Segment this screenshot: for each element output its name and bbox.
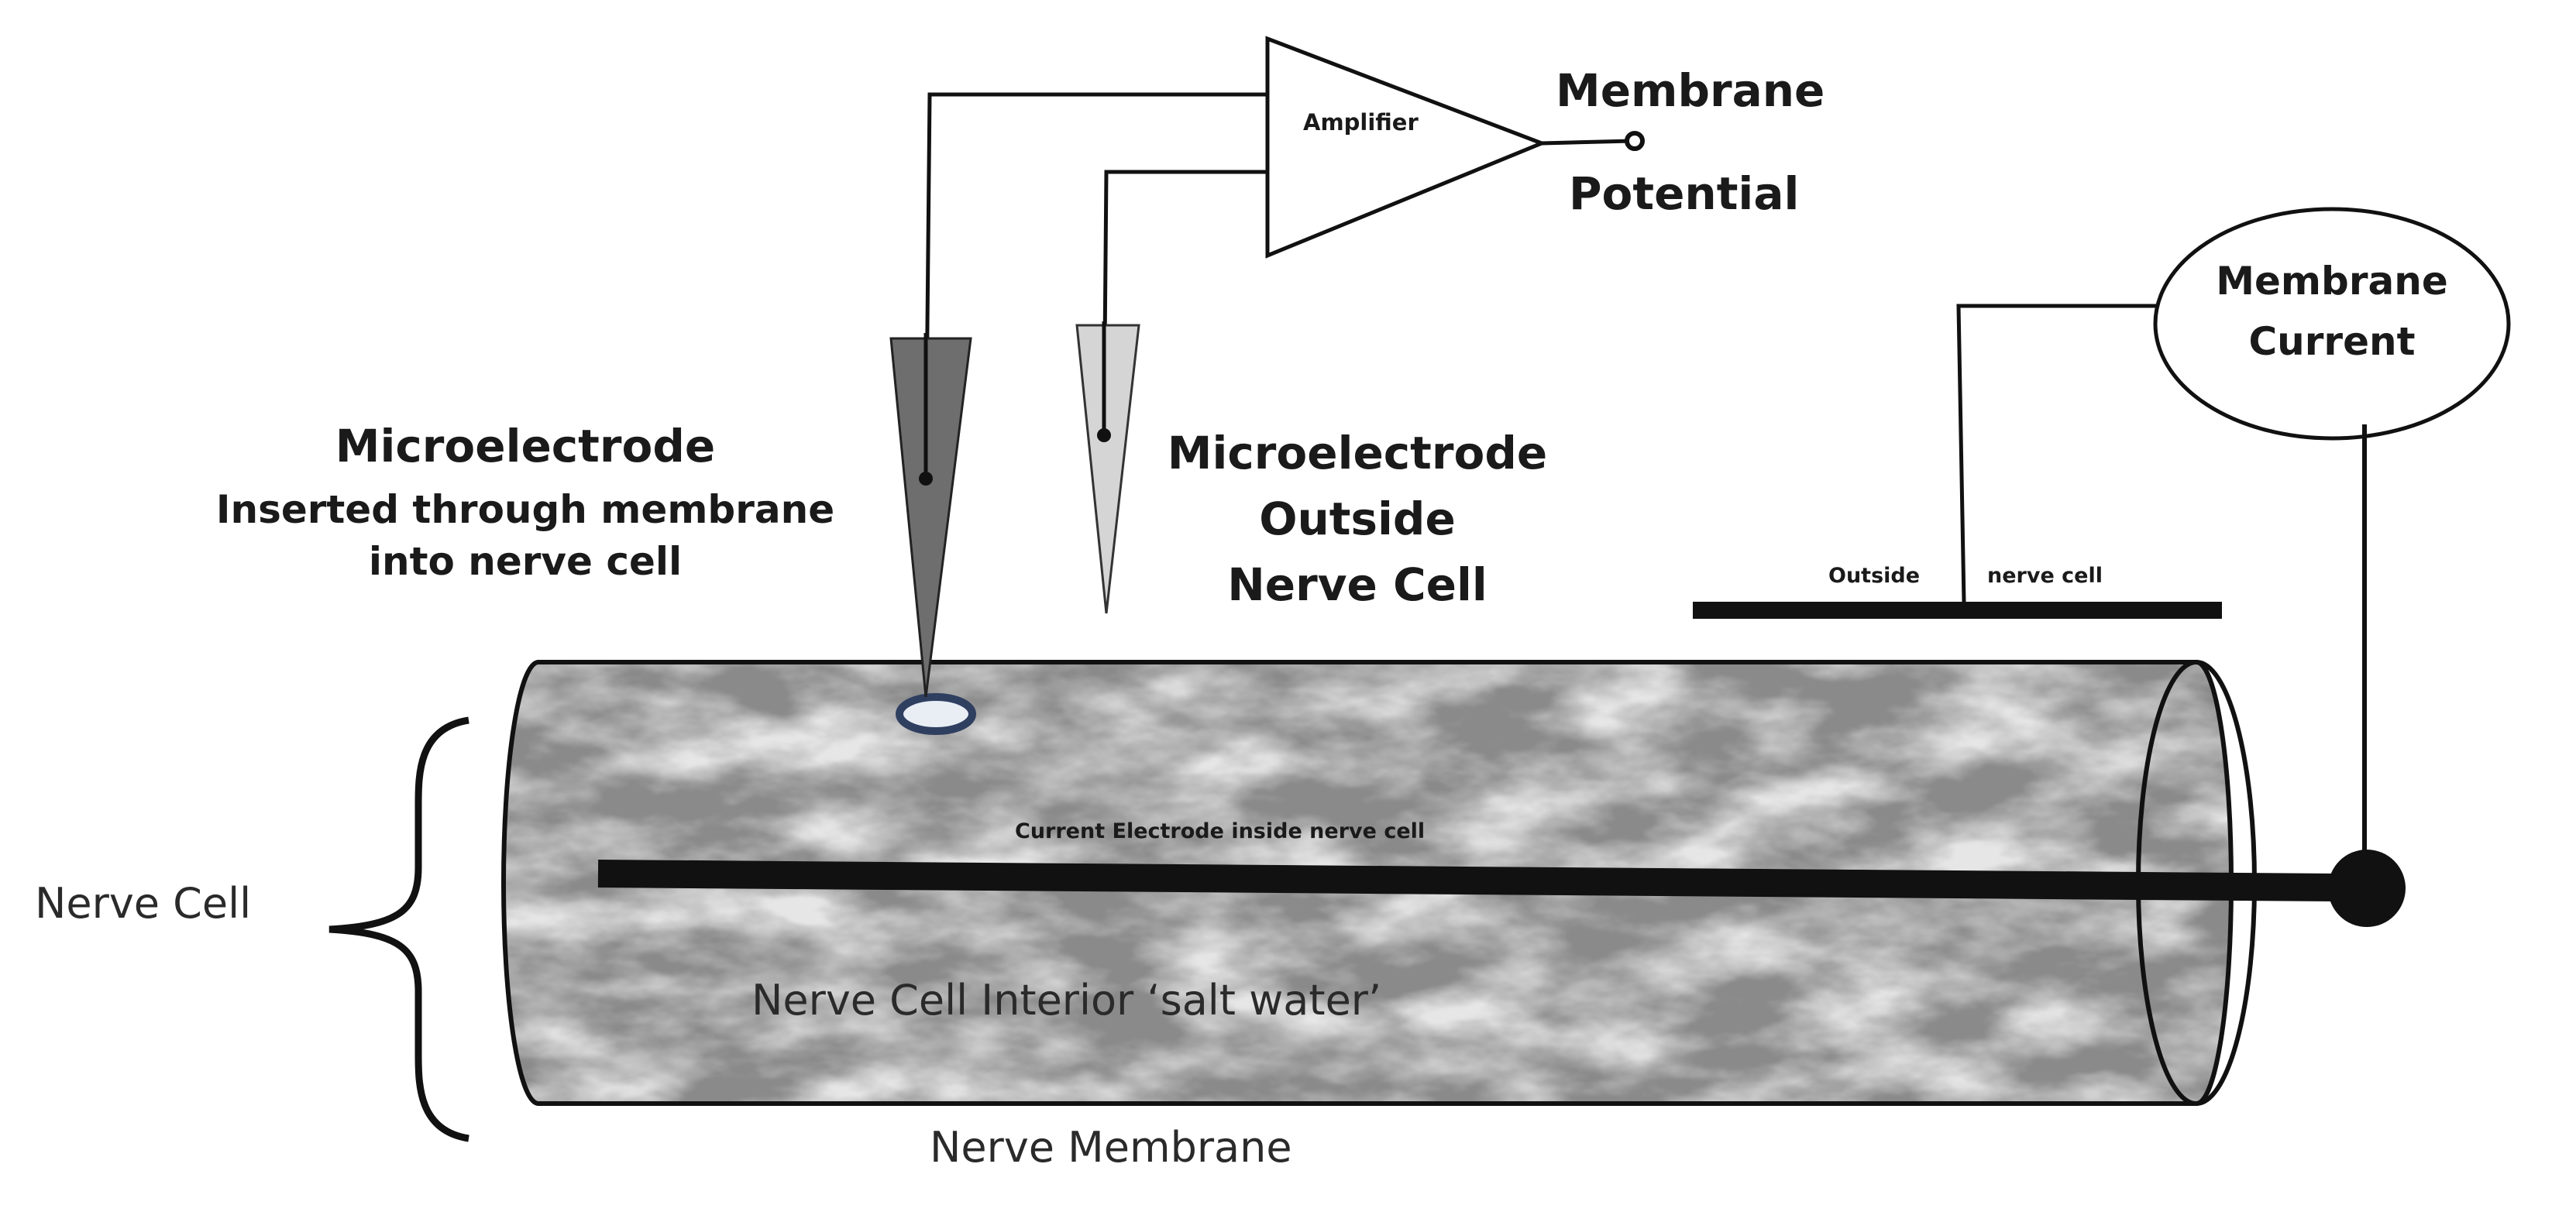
amplifier-icon: [1265, 36, 1547, 259]
membrane-potential-label-line1: Membrane: [1556, 64, 1825, 117]
membrane-current-label-line1: Membrane: [2216, 259, 2447, 304]
inside-microelectrode-desc-line1: Inserted through membrane: [216, 487, 834, 532]
nerve-cell-label: Nerve Cell: [35, 879, 251, 928]
outside-microelectrode-label-line1: Microelectrode: [1168, 427, 1547, 479]
current-electrode-rod: [597, 860, 2339, 901]
current-electrode-label: Current Electrode inside nerve cell: [1015, 819, 1425, 843]
inside-electrode-tip-dot: [919, 472, 933, 486]
inside-microelectrode-icon: [889, 337, 972, 698]
amplifier-label: Amplifier: [1303, 109, 1419, 136]
nerve-cell-bracket-icon: [328, 716, 469, 1142]
inside-microelectrode-title: Microelectrode: [335, 420, 715, 472]
inside-microelectrode-desc-line2: into nerve cell: [369, 539, 682, 584]
outside-microelectrode-icon: [1075, 324, 1140, 614]
electrode-entry-hole: [896, 693, 976, 735]
interior-label: Nerve Cell Interior ‘salt water’: [751, 976, 1381, 1025]
membrane-current-meter-icon: [2153, 207, 2511, 441]
membrane-potential-label-line2: Potential: [1569, 167, 1799, 220]
outside-label-left: Outside: [1828, 564, 1920, 588]
outside-electrode-tip-dot: [1097, 428, 1111, 442]
membrane-current-label-line2: Current: [2248, 319, 2415, 364]
output-terminal-icon: [1625, 131, 1645, 151]
outside-microelectrode-label-line3: Nerve Cell: [1227, 558, 1487, 611]
reference-plate-wire: [1956, 304, 2162, 603]
outside-microelectrode-label-line2: Outside: [1259, 493, 1456, 545]
amplifier-output-wire: [1541, 139, 1632, 146]
nerve-membrane-label: Nerve Membrane: [930, 1123, 1292, 1172]
current-electrode-terminal: [2328, 850, 2406, 927]
outside-label-right: nerve cell: [1987, 564, 2103, 588]
